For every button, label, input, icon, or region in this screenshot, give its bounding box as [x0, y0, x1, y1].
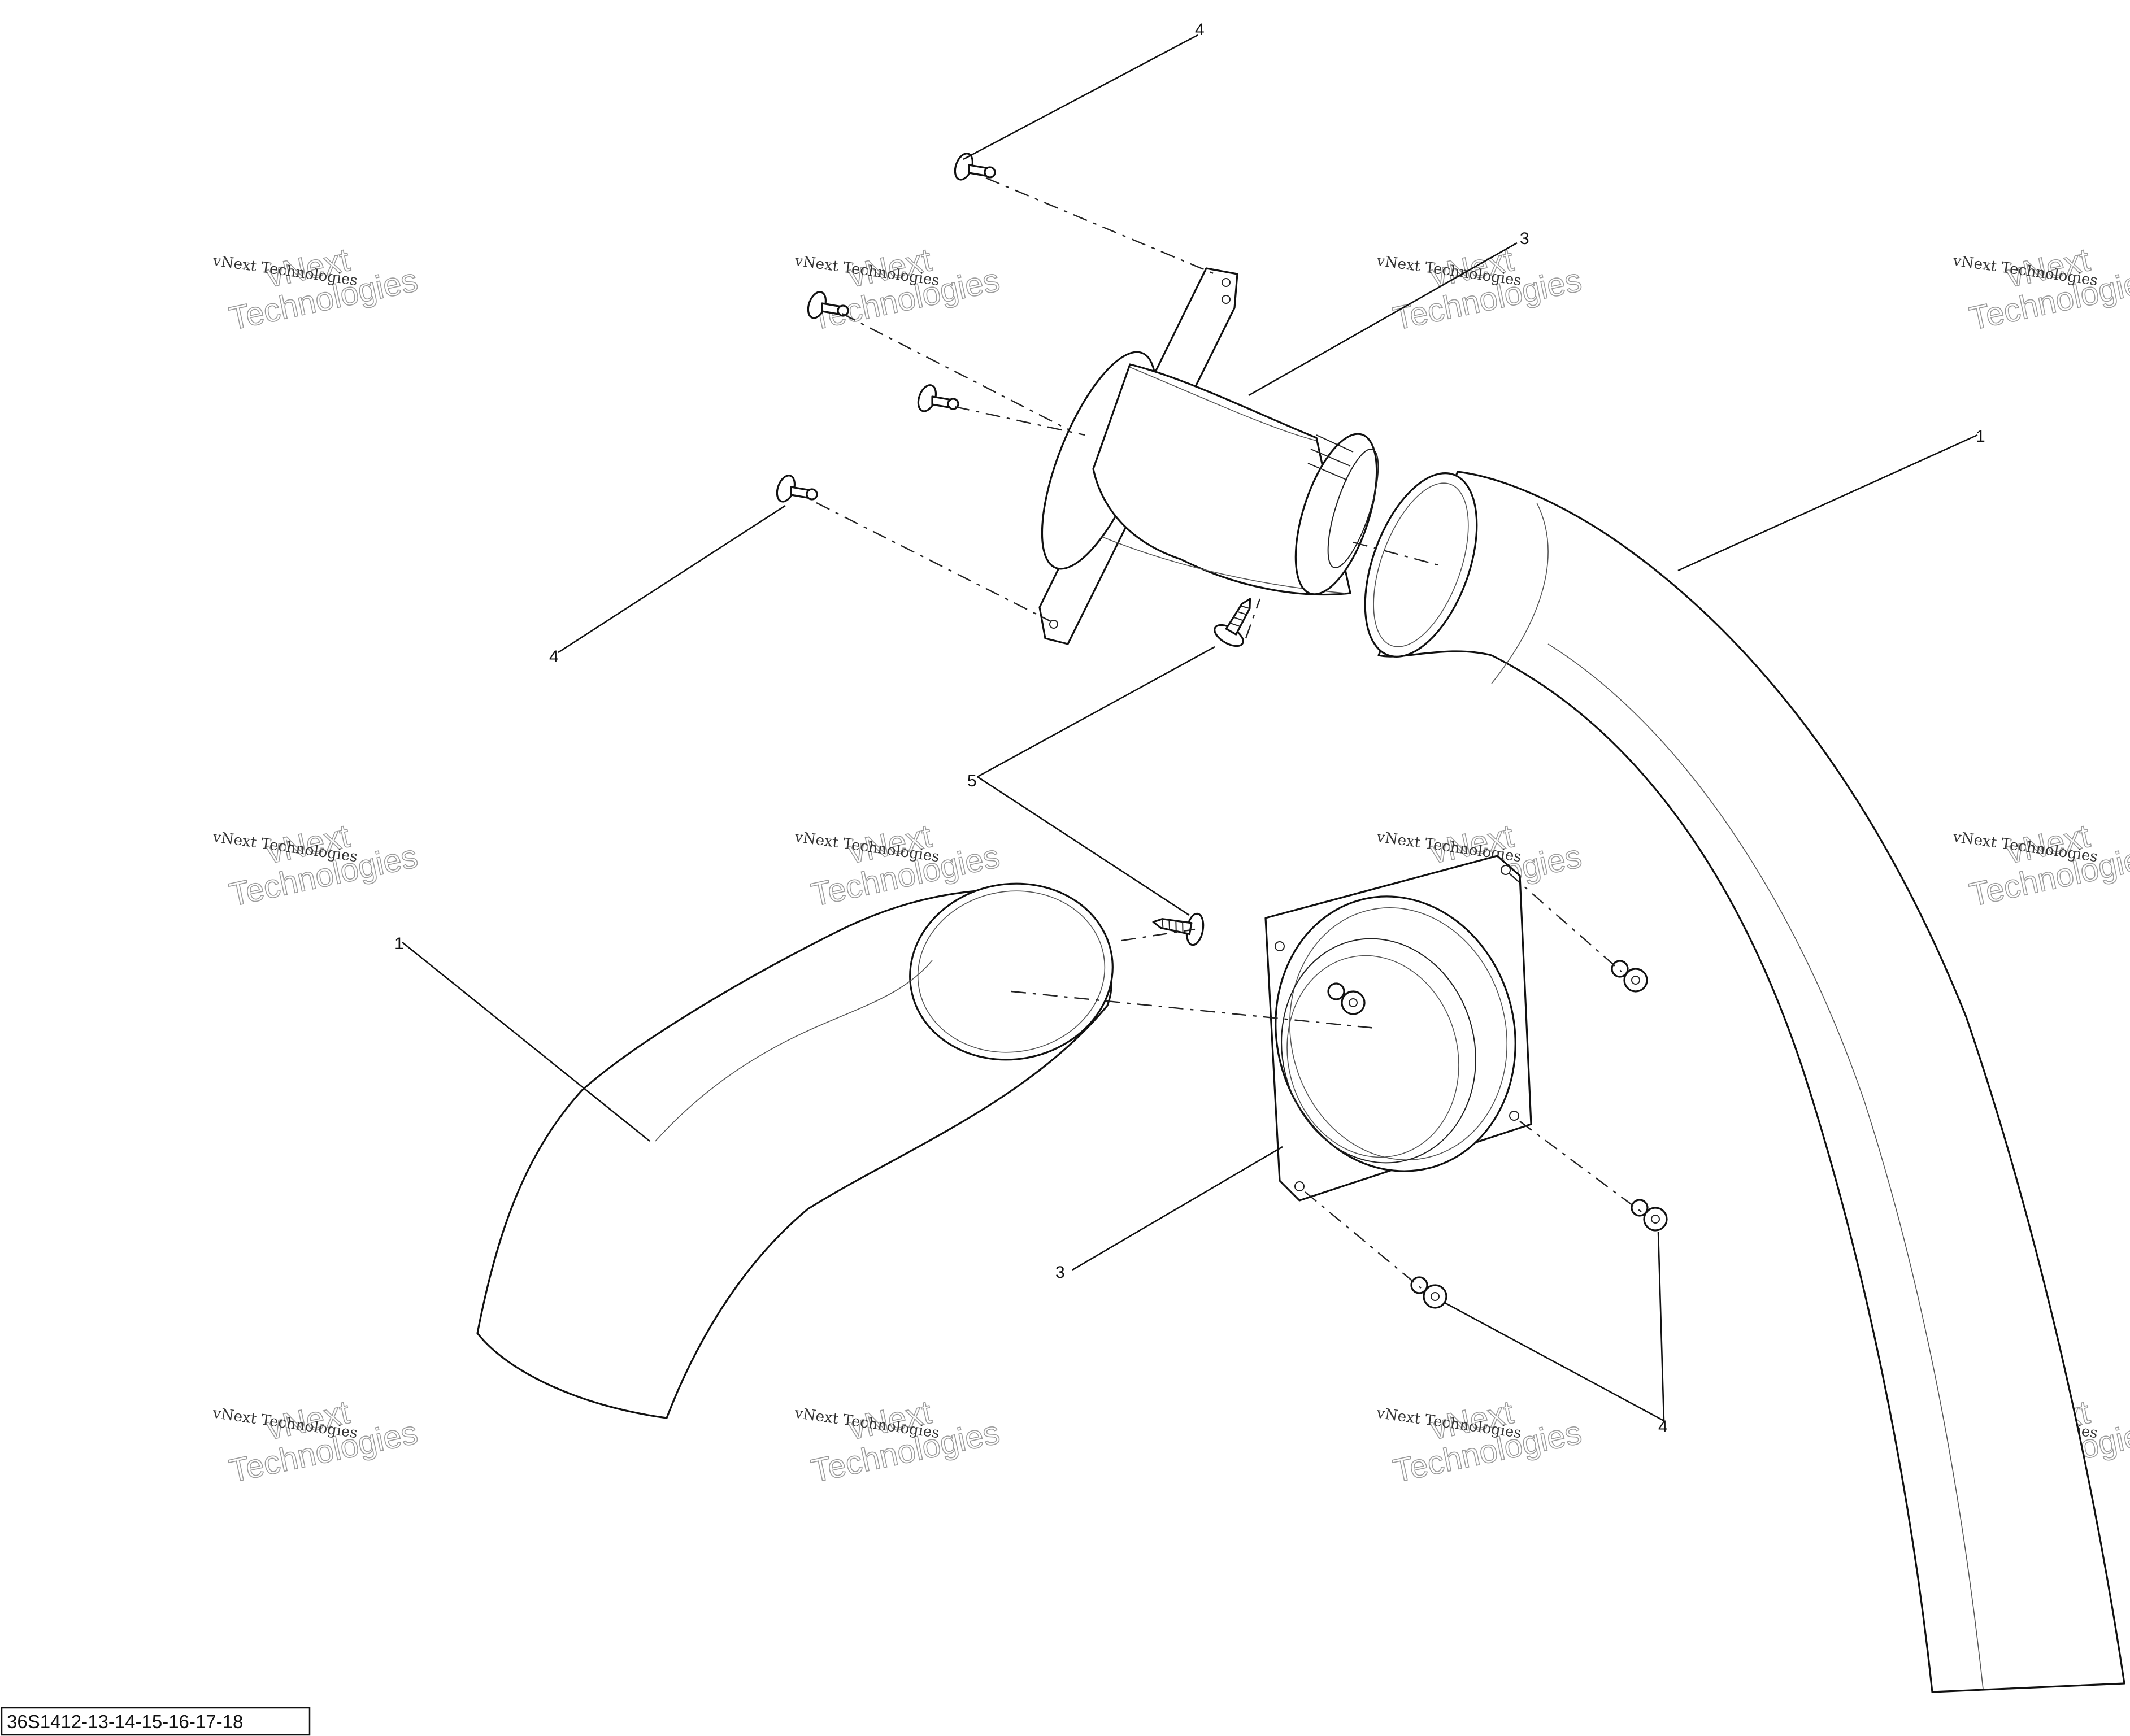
watermark: Technologies vNext vNext Technologies [1951, 241, 2130, 337]
screw [1152, 912, 1205, 946]
rivet [1631, 1199, 1668, 1232]
callout-label: 5 [967, 772, 977, 790]
watermark: Technologies vNext vNext Technologies [1375, 1393, 1585, 1490]
watermark: Technologies vNext vNext Technologies [793, 1393, 1003, 1490]
watermark-outline: vNext [2003, 817, 2093, 871]
duct-left [476, 882, 1114, 1419]
assembly-lines [816, 177, 1642, 1289]
rivet [1327, 982, 1366, 1015]
rivet [917, 384, 959, 412]
watermark: Technologies vNext vNext Technologies [1951, 817, 2130, 913]
callout-label: 4 [1658, 1417, 1668, 1436]
rivet [807, 291, 849, 319]
rivet [1410, 1276, 1447, 1309]
watermark: Technologies vNext vNext Technologies [1375, 241, 1585, 337]
callout-label: 1 [394, 934, 404, 953]
callout-label: 1 [1976, 427, 1985, 446]
screws [1152, 598, 1251, 946]
screw [1214, 598, 1251, 647]
watermark: Technologies vNext vNext Technologies [211, 1393, 421, 1490]
rivet [776, 475, 818, 503]
callout-label: 3 [1520, 229, 1529, 248]
callout-label: 4 [549, 647, 559, 666]
watermark: Technologies vNext vNext Technologies [211, 817, 421, 913]
watermark: Technologies vNext vNext Technologies [211, 241, 421, 337]
callout-label: 4 [1195, 20, 1205, 39]
flange-bottom [1264, 855, 1532, 1202]
duct-right [1364, 471, 2125, 1693]
rivet [954, 153, 996, 181]
funnel-adapter-top [1038, 267, 1379, 645]
reference-code-box: 36S1412-13-14-15-16-17-18 [1, 1707, 311, 1736]
reference-code: 36S1412-13-14-15-16-17-18 [7, 1711, 243, 1732]
rivet [1611, 960, 1648, 993]
leader-lines [402, 34, 1978, 1422]
callouts: 4 3 1 4 5 1 3 4 [394, 20, 1985, 1436]
callout-label: 3 [1055, 1263, 1065, 1282]
watermark: Technologies vNext vNext Technologies [793, 241, 1003, 337]
rivets [776, 153, 1668, 1309]
